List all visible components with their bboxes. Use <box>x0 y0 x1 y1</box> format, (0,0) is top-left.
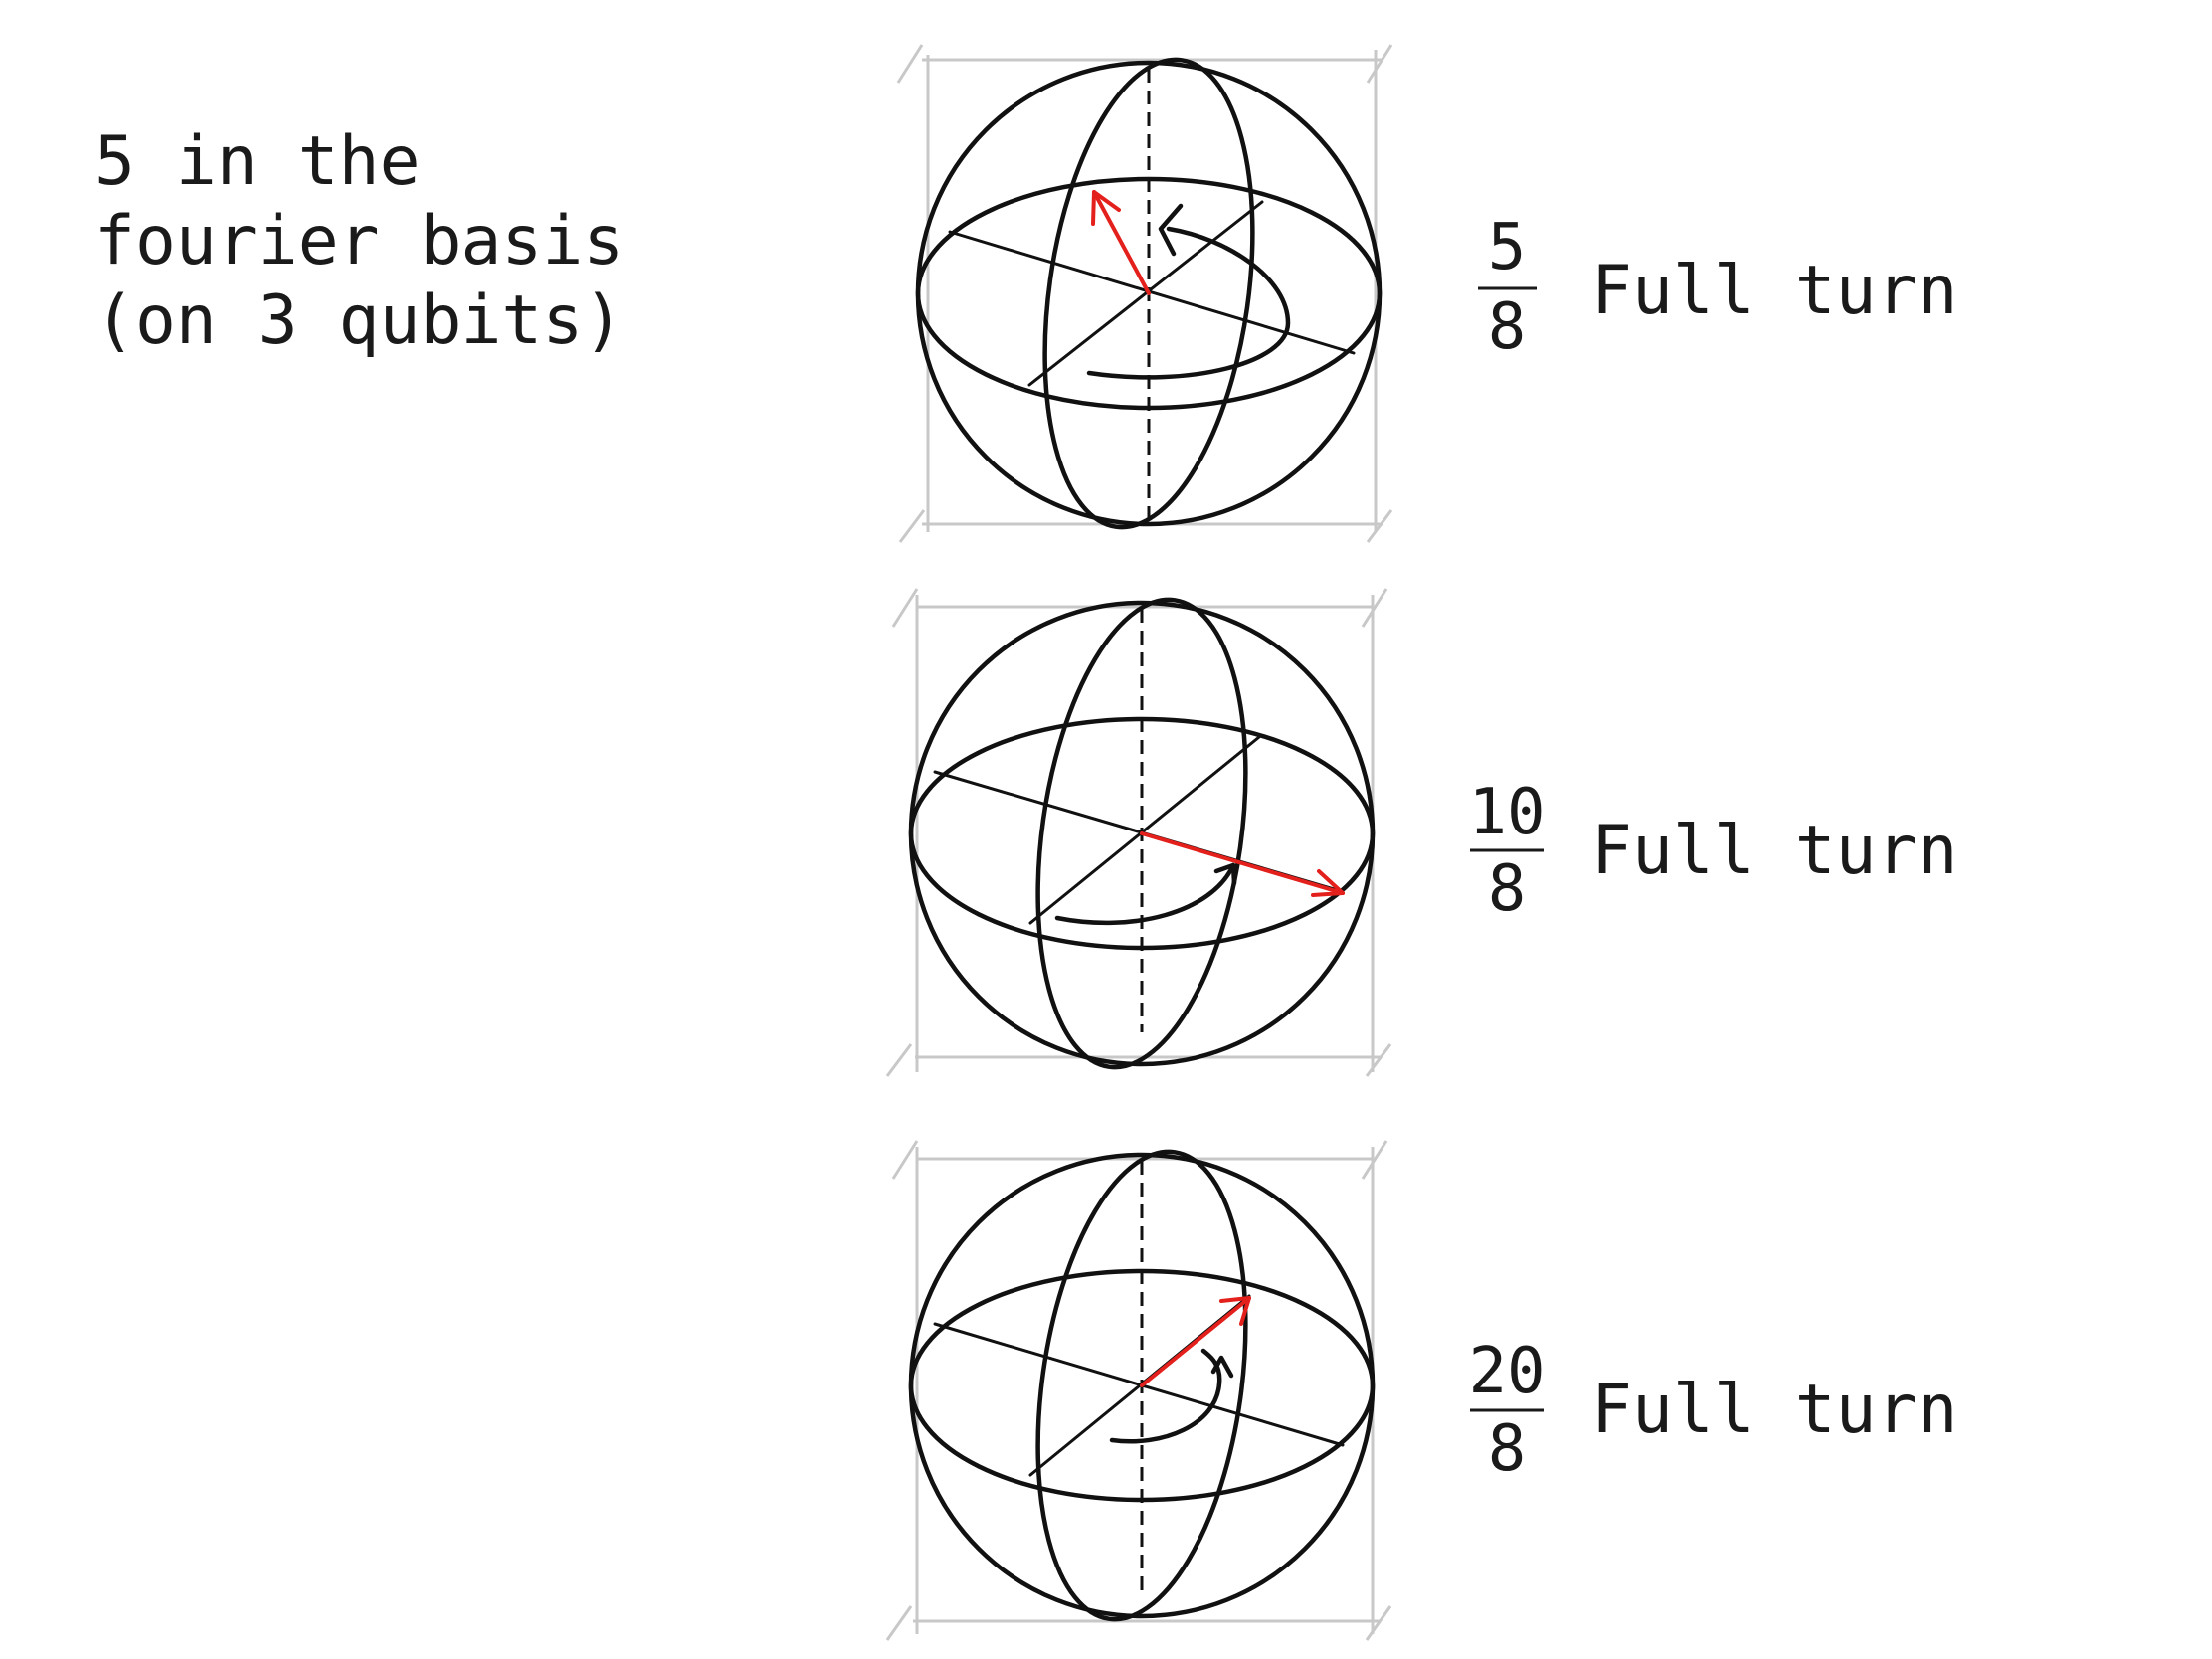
y-axis <box>1027 200 1264 387</box>
row-label-1: 5 8 Full turn <box>1478 211 1957 364</box>
row-label-text: Full turn <box>1591 1371 1957 1449</box>
fraction-denominator: 8 <box>1488 852 1527 926</box>
bloch-sphere-2 <box>885 588 1392 1077</box>
title-line-1: 5 in the <box>94 122 421 201</box>
meridian-ellipse <box>1042 57 1255 530</box>
rotation-arrowhead <box>1210 1355 1234 1379</box>
bloch-sphere-3 <box>885 1140 1392 1641</box>
rotation-arrowhead <box>1213 862 1237 886</box>
construction-guides <box>896 44 1393 543</box>
fraction-denominator: 8 <box>1488 1412 1527 1486</box>
rotation-arc <box>1054 862 1236 926</box>
rotation-arc <box>1109 1348 1222 1444</box>
state-vector <box>1140 1296 1251 1387</box>
row-label-text: Full turn <box>1591 812 1957 890</box>
title-line-2: fourier basis <box>94 202 624 280</box>
state-vector <box>1091 190 1151 295</box>
fraction-numerator: 20 <box>1468 1335 1545 1408</box>
meridian-ellipse <box>1035 1149 1248 1622</box>
x-axis <box>948 230 1356 355</box>
title-block: 5 in the fourier basis (on 3 qubits) <box>94 122 624 360</box>
row-label-2: 10 8 Full turn <box>1468 776 1957 926</box>
state-vector <box>1140 831 1345 897</box>
rotation-arc <box>1086 226 1291 380</box>
rotation-arrowhead <box>1158 203 1184 257</box>
row-label-text: Full turn <box>1591 252 1957 330</box>
fraction-numerator: 10 <box>1468 776 1545 849</box>
title-line-3: (on 3 qubits) <box>94 281 624 360</box>
y-axis <box>1028 735 1261 925</box>
meridian-ellipse <box>1035 597 1248 1070</box>
fraction-numerator: 5 <box>1488 211 1527 284</box>
bloch-sphere-1 <box>896 44 1393 543</box>
row-label-3: 20 8 Full turn <box>1468 1335 1957 1486</box>
construction-guides <box>885 1140 1392 1641</box>
fraction-denominator: 8 <box>1488 290 1527 364</box>
